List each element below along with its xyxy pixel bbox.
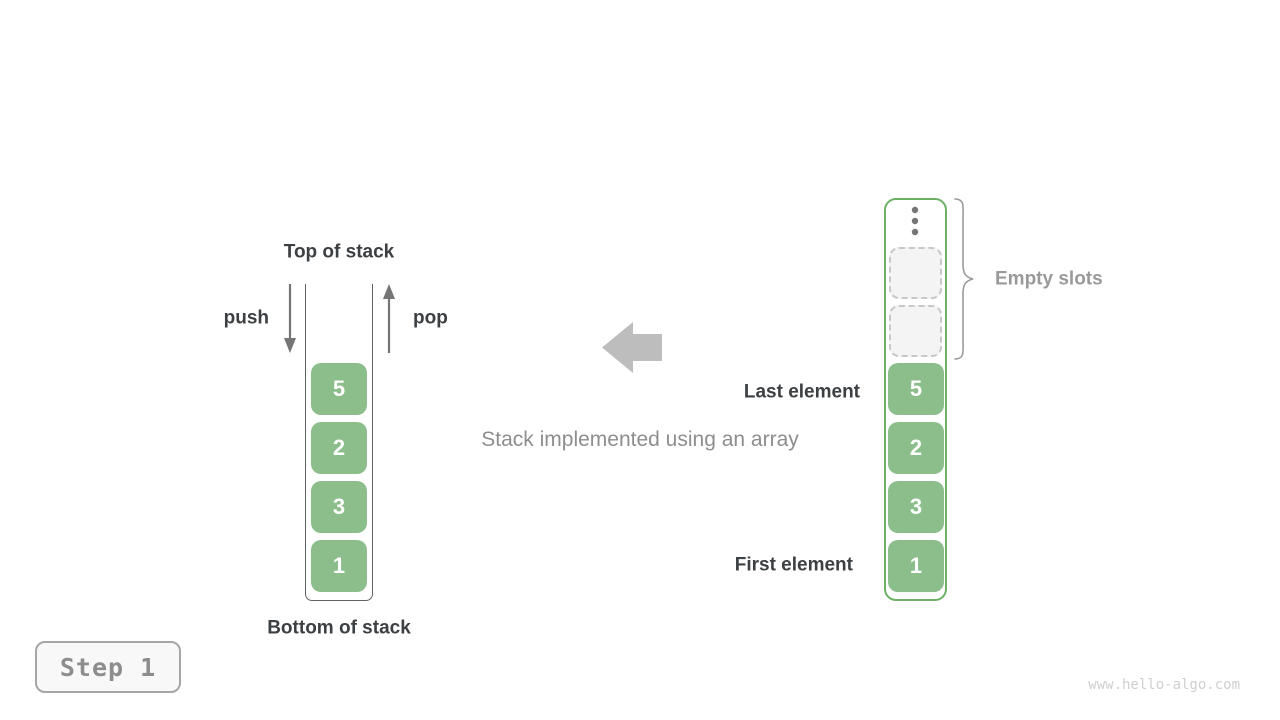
step-badge: Step 1 (35, 641, 181, 693)
diagram-caption: Stack implemented using an array (481, 428, 799, 451)
push-label: push (223, 307, 269, 329)
watermark-text: www.hello-algo.com (1088, 677, 1240, 693)
array-element: 2 (888, 422, 944, 474)
pop-up-arrow-icon (383, 284, 395, 353)
push-down-arrow-icon (284, 284, 296, 353)
array-element: 3 (888, 481, 944, 533)
step-badge-label: Step 1 (59, 652, 157, 682)
vertical-ellipsis-icon (911, 206, 919, 236)
last-element-label: Last element (743, 381, 860, 403)
stack-element: 2 (311, 422, 367, 474)
stack-element: 5 (311, 363, 367, 415)
bottom-of-stack-label: Bottom of stack (267, 617, 411, 639)
first-element-label: First element (734, 554, 853, 576)
left-block-arrow-icon (602, 322, 662, 373)
right-curly-brace-icon (954, 198, 974, 360)
array-element: 1 (888, 540, 944, 592)
pop-label: pop (413, 307, 448, 329)
empty-slots-label: Empty slots (995, 268, 1103, 290)
empty-slot (889, 247, 942, 299)
top-of-stack-label: Top of stack (283, 241, 395, 263)
empty-slot (889, 305, 942, 357)
stack-element: 1 (311, 540, 367, 592)
stack-element: 3 (311, 481, 367, 533)
array-element: 5 (888, 363, 944, 415)
